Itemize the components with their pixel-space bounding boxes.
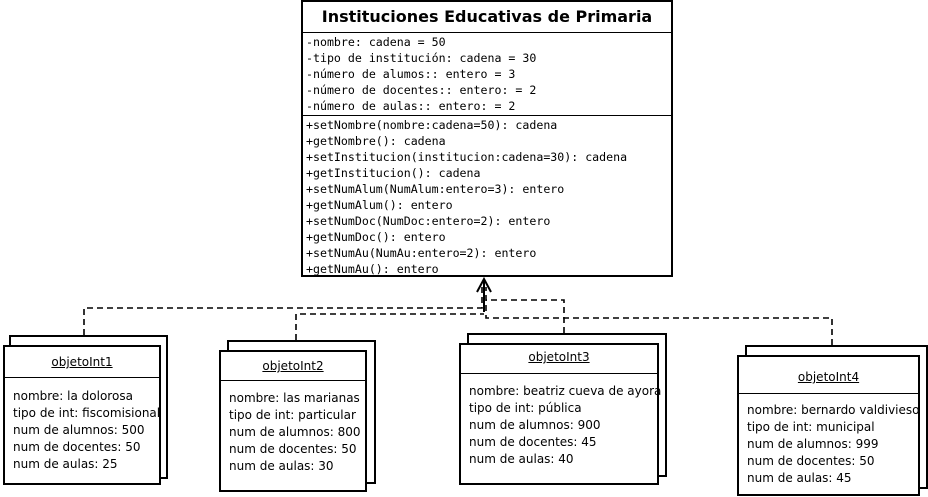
method-line: +setInstitucion(institucion:cadena=30): … xyxy=(306,150,628,164)
object-attribute: num de alumnos: 500 xyxy=(13,423,145,437)
object-name: objetoInt2 xyxy=(262,359,324,373)
attribute-line: -número de alumos:: entero = 3 xyxy=(306,67,516,81)
method-line: +setNombre(nombre:cadena=50): cadena xyxy=(306,118,558,132)
object-body: nombre: la dolorosa tipo de int: fiscomi… xyxy=(5,378,161,482)
object-header: objetoInt2 xyxy=(221,352,365,381)
object-objetoInt3: objetoInt3 nombre: beatriz cueva de ayor… xyxy=(459,333,667,485)
object-attribute: tipo de int: fiscomisional xyxy=(13,406,161,420)
attribute-line: -número de aulas:: entero: = 2 xyxy=(306,99,516,113)
connector-objetoInt4 xyxy=(485,287,833,345)
method-line: +getNumAlum(): entero xyxy=(306,198,453,212)
object-attribute: nombre: las marianas xyxy=(229,391,360,405)
object-attribute: tipo de int: municipal xyxy=(747,420,875,434)
object-attribute: num de alumnos: 900 xyxy=(469,418,601,432)
object-header: objetoInt4 xyxy=(739,357,918,394)
method-line: +getNumAu(): entero xyxy=(306,262,439,276)
object-name: objetoInt1 xyxy=(51,355,113,369)
object-objetoInt4: objetoInt4 nombre: bernardo valdivieso t… xyxy=(737,345,928,496)
method-line: +getInstitucion(): cadena xyxy=(306,166,481,180)
object-objetoInt1: objetoInt1 nombre: la dolorosa tipo de i… xyxy=(3,335,168,485)
object-box: objetoInt3 nombre: beatriz cueva de ayor… xyxy=(459,343,662,485)
object-attribute: num de docentes: 50 xyxy=(747,454,875,468)
connector-objetoInt1 xyxy=(83,287,483,335)
object-attribute: num de aulas: 40 xyxy=(469,452,574,466)
object-header: objetoInt1 xyxy=(5,347,159,378)
object-box: objetoInt4 nombre: bernardo valdivieso t… xyxy=(737,355,920,496)
arrow-head xyxy=(476,276,492,293)
object-box: objetoInt1 nombre: la dolorosa tipo de i… xyxy=(3,345,161,485)
method-line: +getNumDoc(): entero xyxy=(306,230,446,244)
attribute-line: -número de docentes:: entero: = 2 xyxy=(306,83,537,97)
object-body: nombre: beatriz cueva de ayora tipo de i… xyxy=(461,374,662,477)
object-attribute: num de docentes: 50 xyxy=(229,442,357,456)
object-name: objetoInt4 xyxy=(797,370,860,384)
object-attribute: num de docentes: 45 xyxy=(469,435,597,449)
attribute-line: -tipo de institución: cadena = 30 xyxy=(306,51,537,65)
object-header: objetoInt3 xyxy=(461,345,657,374)
object-attribute: nombre: bernardo valdivieso xyxy=(747,403,920,417)
object-attribute: num de alumnos: 800 xyxy=(229,425,361,439)
object-attribute: num de aulas: 30 xyxy=(229,459,334,473)
attribute-line: -nombre: cadena = 50 xyxy=(306,35,446,49)
object-attribute: nombre: beatriz cueva de ayora xyxy=(469,384,662,398)
object-body: nombre: bernardo valdivieso tipo de int:… xyxy=(739,394,920,496)
object-attribute: num de aulas: 45 xyxy=(747,471,852,485)
method-line: +setNumDoc(NumDoc:entero=2): entero xyxy=(306,214,551,228)
object-name: objetoInt3 xyxy=(528,350,590,364)
class-attributes: -nombre: cadena = 50 -tipo de institució… xyxy=(303,33,671,116)
object-objetoInt2: objetoInt2 nombre: las marianas tipo de … xyxy=(219,340,376,492)
object-attribute: nombre: la dolorosa xyxy=(13,389,133,403)
method-line: +setNumAu(NumAu:entero=2): entero xyxy=(306,246,537,260)
method-line: +getNombre(): cadena xyxy=(306,134,446,148)
object-body: nombre: las marianas tipo de int: partic… xyxy=(221,381,365,484)
class-methods: +setNombre(nombre:cadena=50): cadena +ge… xyxy=(303,116,671,278)
object-box: objetoInt2 nombre: las marianas tipo de … xyxy=(219,350,367,492)
connector-objetoInt3 xyxy=(486,299,565,333)
object-attribute: num de aulas: 25 xyxy=(13,457,118,471)
object-attribute: tipo de int: particular xyxy=(229,408,356,422)
object-attribute: num de docentes: 50 xyxy=(13,440,141,454)
object-attribute: tipo de int: pública xyxy=(469,401,582,415)
connector-objetoInt2 xyxy=(295,313,484,340)
method-line: +setNumAlum(NumAlum:entero=3): entero xyxy=(306,182,565,196)
class-title: Instituciones Educativas de Primaria xyxy=(303,2,671,33)
uml-class-box: Instituciones Educativas de Primaria -no… xyxy=(301,0,673,277)
object-attribute: num de alumnos: 999 xyxy=(747,437,879,451)
